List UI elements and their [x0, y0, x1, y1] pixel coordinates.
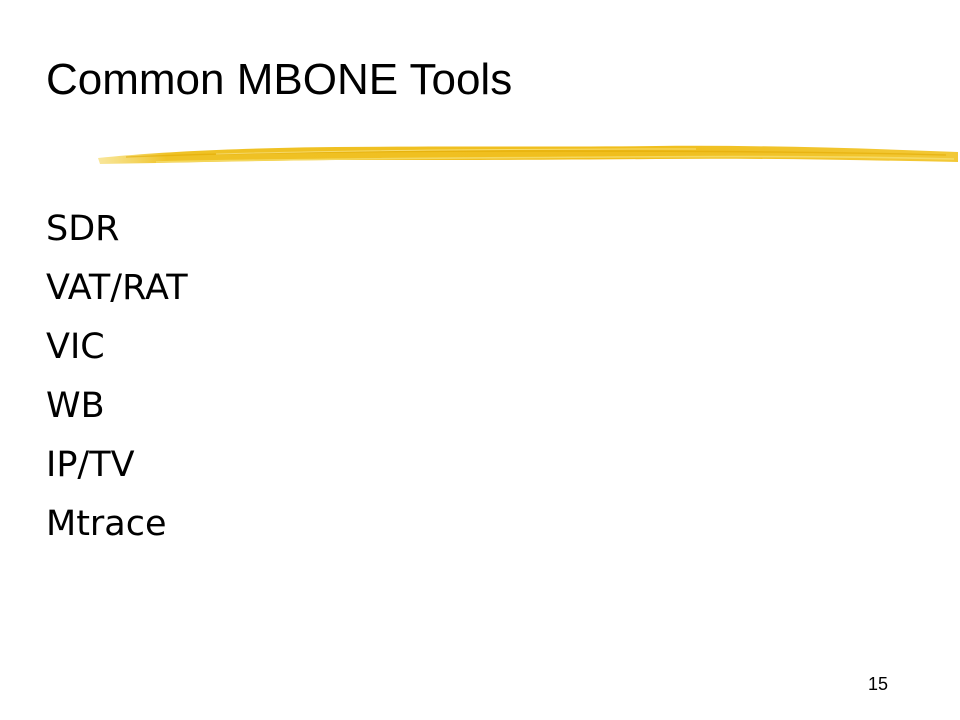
tools-list: SDR VAT/RAT VIC WB IP/TV Mtrace — [46, 200, 188, 554]
slide-number: 15 — [868, 674, 889, 694]
list-item: Mtrace — [46, 504, 167, 544]
slide-title: Common MBONE Tools — [46, 55, 513, 104]
list-item: VAT/RAT — [46, 268, 188, 308]
list-item: WB — [46, 386, 105, 426]
highlighter-underline — [98, 145, 958, 164]
list-item: SDR — [46, 209, 120, 249]
list-item: VIC — [46, 327, 105, 367]
list-item: IP/TV — [46, 445, 135, 485]
